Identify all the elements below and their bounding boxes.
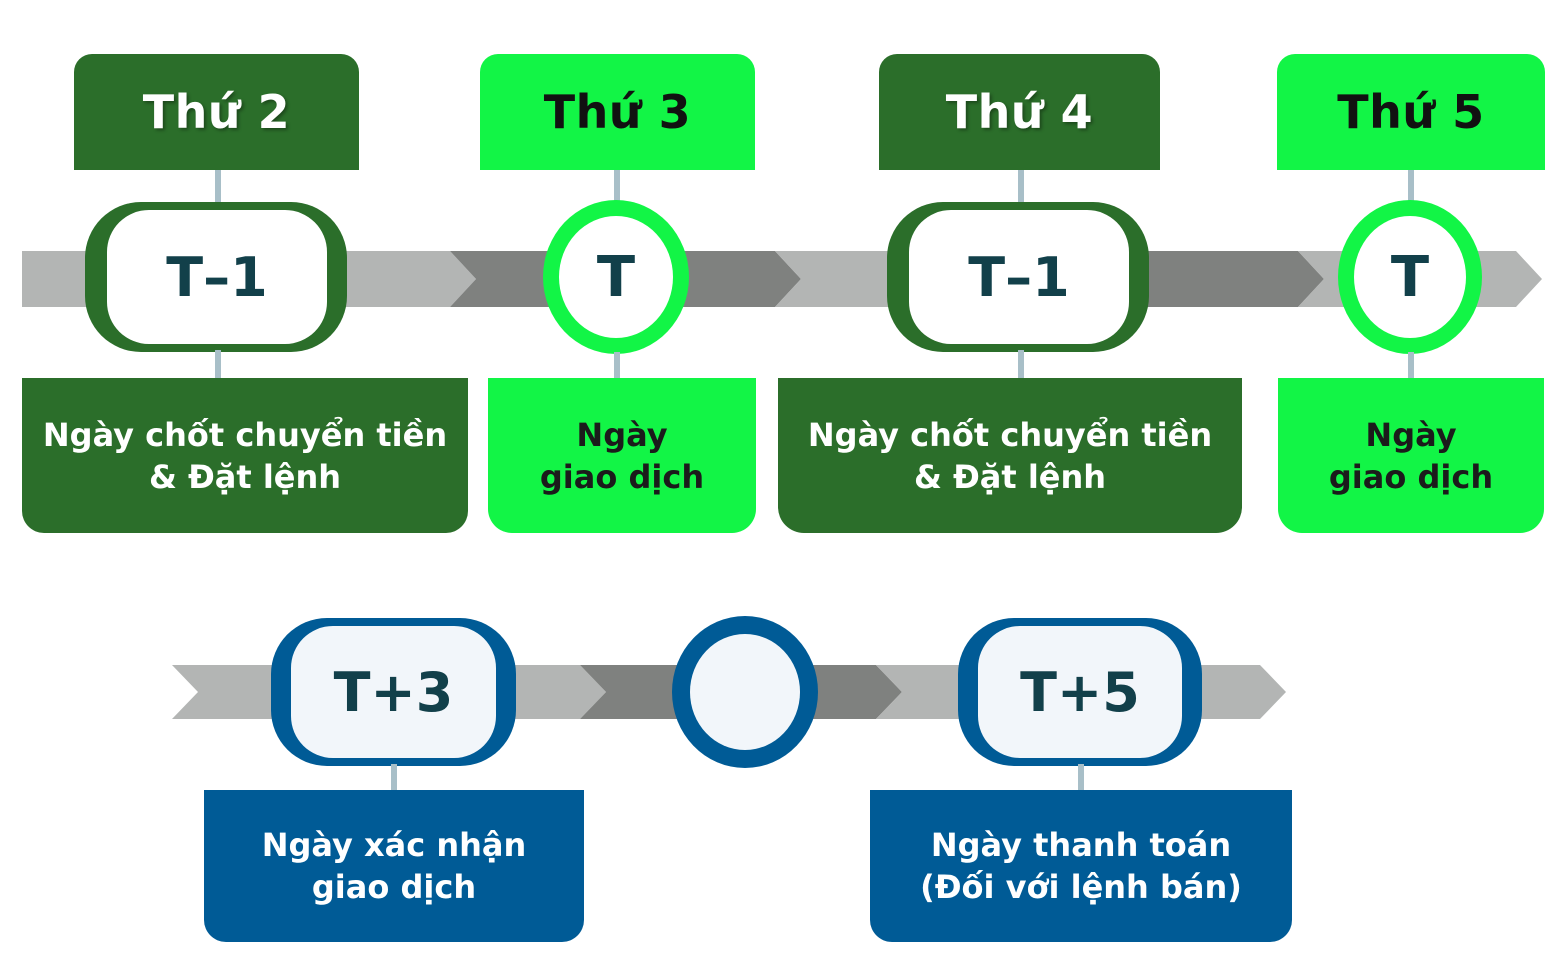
desc-day-4-line1: Ngày <box>1365 415 1457 454</box>
header-day-1-label: Thứ 2 <box>142 85 291 139</box>
desc-step-3: Ngày thanh toán (Đối với lệnh bán) <box>870 790 1292 942</box>
connector <box>1018 170 1024 208</box>
badge-day-2: T <box>543 200 689 354</box>
header-day-4: Thứ 5 <box>1277 54 1545 170</box>
badge-day-4: T <box>1338 200 1482 354</box>
desc-day-1: Ngày chốt chuyển tiền & Đặt lệnh <box>22 378 468 533</box>
desc-step-1-line1: Ngày xác nhận <box>261 826 527 864</box>
header-day-2: Thứ 3 <box>480 54 755 170</box>
badge-step-2 <box>672 616 818 768</box>
badge-day-1-label: T–1 <box>166 245 268 309</box>
connector <box>215 170 221 208</box>
badge-day-1: T–1 <box>85 202 347 352</box>
badge-step-3: T+5 <box>958 618 1202 766</box>
badge-step-2-inner <box>690 634 800 750</box>
desc-day-4-line2: giao dịch <box>1328 457 1494 496</box>
desc-day-1-line2: & Đặt lệnh <box>148 457 342 496</box>
desc-step-3-line2: (Đối với lệnh bán) <box>920 868 1242 906</box>
arrow-segment-4 <box>1140 251 1324 307</box>
desc-day-2: Ngày giao dịch <box>488 378 756 533</box>
badge-step-1-label: T+3 <box>333 660 454 724</box>
header-day-1: Thứ 2 <box>74 54 359 170</box>
header-day-2-label: Thứ 3 <box>543 85 692 139</box>
desc-day-3: Ngày chốt chuyển tiền & Đặt lệnh <box>778 378 1242 533</box>
badge-day-2-label: T <box>596 244 636 310</box>
badge-day-4-inner: T <box>1354 216 1466 338</box>
badge-step-3-inner: T+5 <box>978 626 1182 758</box>
badge-step-1-inner: T+3 <box>291 626 496 758</box>
badge-step-1: T+3 <box>271 618 516 766</box>
desc-day-1-line1: Ngày chốt chuyển tiền <box>42 415 448 454</box>
desc-day-3-line1: Ngày chốt chuyển tiền <box>807 415 1213 454</box>
desc-day-2-line2: giao dịch <box>539 457 705 496</box>
desc-day-4: Ngày giao dịch <box>1278 378 1544 533</box>
header-day-3: Thứ 4 <box>879 54 1160 170</box>
connector <box>1018 350 1024 380</box>
badge-day-4-label: T <box>1390 244 1430 310</box>
badge-day-3-inner: T–1 <box>909 210 1129 344</box>
connector <box>215 350 221 380</box>
desc-day-3-line2: & Đặt lệnh <box>913 457 1107 496</box>
connector <box>1408 352 1414 380</box>
badge-day-1-inner: T–1 <box>107 210 327 344</box>
connector <box>614 352 620 380</box>
connector <box>391 764 397 792</box>
connector <box>1078 764 1084 792</box>
desc-step-3-line1: Ngày thanh toán <box>930 826 1232 864</box>
badge-day-3-label: T–1 <box>968 245 1070 309</box>
header-day-4-label: Thứ 5 <box>1337 85 1485 139</box>
desc-step-1: Ngày xác nhận giao dịch <box>204 790 584 942</box>
desc-day-2-line1: Ngày <box>576 415 668 454</box>
badge-day-3: T–1 <box>887 202 1149 352</box>
desc-step-1-line2: giao dịch <box>311 868 477 906</box>
connector <box>1408 170 1414 202</box>
badge-day-2-inner: T <box>559 216 673 338</box>
header-day-3-label: Thứ 4 <box>945 85 1094 139</box>
connector <box>614 170 620 202</box>
badge-step-3-label: T+5 <box>1020 660 1140 724</box>
